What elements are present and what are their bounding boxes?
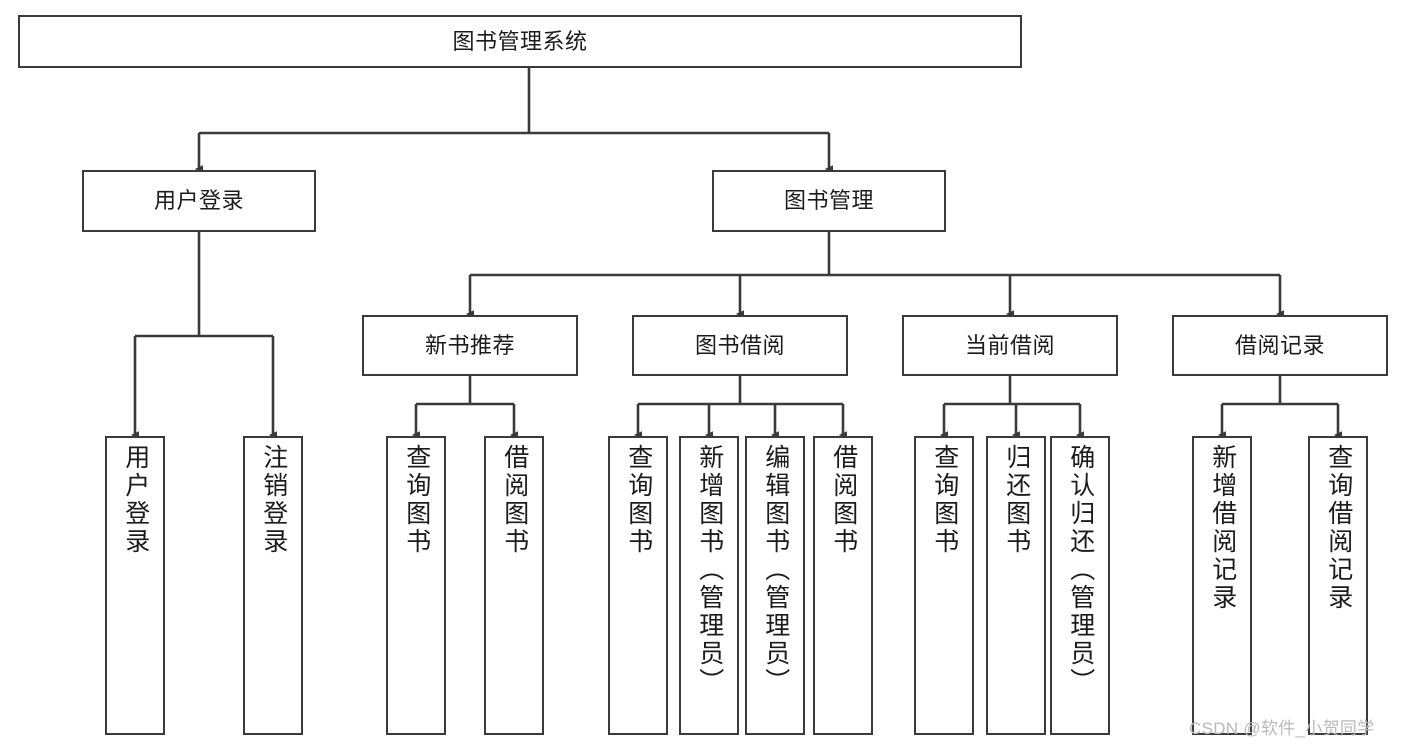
node-label-leaf-return-book: 归还图书 — [1002, 444, 1031, 556]
node-root[interactable]: 图书管理系统 — [18, 15, 1022, 68]
node-label-leaf-borrow-book-2: 借阅图书 — [829, 444, 858, 556]
node-leaf-edit-book[interactable]: 编辑图书（管理员） — [745, 436, 805, 735]
node-label-leaf-query-book-3: 查询图书 — [930, 444, 959, 556]
node-label-leaf-logout: 注销登录 — [259, 444, 288, 556]
node-label-book-borrow: 图书借阅 — [694, 332, 785, 358]
node-label-root: 图书管理系统 — [452, 28, 588, 54]
node-label-user-login: 用户登录 — [153, 188, 244, 214]
watermark: CSDN @软件_小贺同学 — [1189, 719, 1375, 738]
node-label-borrow-record: 借阅记录 — [1234, 332, 1325, 358]
node-label-book-manage: 图书管理 — [783, 188, 874, 214]
node-label-leaf-query-book-2: 查询图书 — [624, 444, 653, 556]
node-label-leaf-borrow-book-1: 借阅图书 — [500, 444, 529, 556]
node-label-leaf-query-book-1: 查询图书 — [402, 444, 431, 556]
node-borrow-record[interactable]: 借阅记录 — [1172, 315, 1388, 376]
edge-paths — [130, 68, 1343, 439]
node-leaf-query-book-2[interactable]: 查询图书 — [608, 436, 668, 735]
node-new-book-rec[interactable]: 新书推荐 — [362, 315, 578, 376]
node-label-leaf-edit-book: 编辑图书（管理员） — [761, 444, 790, 696]
node-label-leaf-user-login: 用户登录 — [121, 444, 150, 556]
node-leaf-user-login[interactable]: 用户登录 — [105, 436, 165, 735]
node-book-borrow[interactable]: 图书借阅 — [632, 315, 848, 376]
node-label-current-borrow: 当前借阅 — [964, 332, 1055, 358]
node-current-borrow[interactable]: 当前借阅 — [902, 315, 1118, 376]
node-label-leaf-add-record: 新增借阅记录 — [1208, 444, 1237, 612]
node-label-leaf-add-book: 新增图书（管理员） — [695, 444, 724, 696]
node-leaf-logout[interactable]: 注销登录 — [243, 436, 303, 735]
node-leaf-add-book[interactable]: 新增图书（管理员） — [679, 436, 739, 735]
node-label-leaf-query-record: 查询借阅记录 — [1324, 444, 1353, 612]
node-leaf-query-book-1[interactable]: 查询图书 — [386, 436, 446, 735]
node-user-login[interactable]: 用户登录 — [82, 170, 316, 232]
node-leaf-query-book-3[interactable]: 查询图书 — [914, 436, 974, 735]
node-leaf-add-record[interactable]: 新增借阅记录 — [1192, 436, 1252, 735]
node-leaf-return-book[interactable]: 归还图书 — [986, 436, 1046, 735]
node-leaf-borrow-book-1[interactable]: 借阅图书 — [484, 436, 544, 735]
node-leaf-confirm-return[interactable]: 确认归还（管理员） — [1050, 436, 1110, 735]
node-label-leaf-confirm-return: 确认归还（管理员） — [1066, 444, 1095, 696]
node-leaf-borrow-book-2[interactable]: 借阅图书 — [813, 436, 873, 735]
node-leaf-query-record[interactable]: 查询借阅记录 — [1308, 436, 1368, 735]
node-book-manage[interactable]: 图书管理 — [712, 170, 946, 232]
node-label-new-book-rec: 新书推荐 — [424, 332, 515, 358]
